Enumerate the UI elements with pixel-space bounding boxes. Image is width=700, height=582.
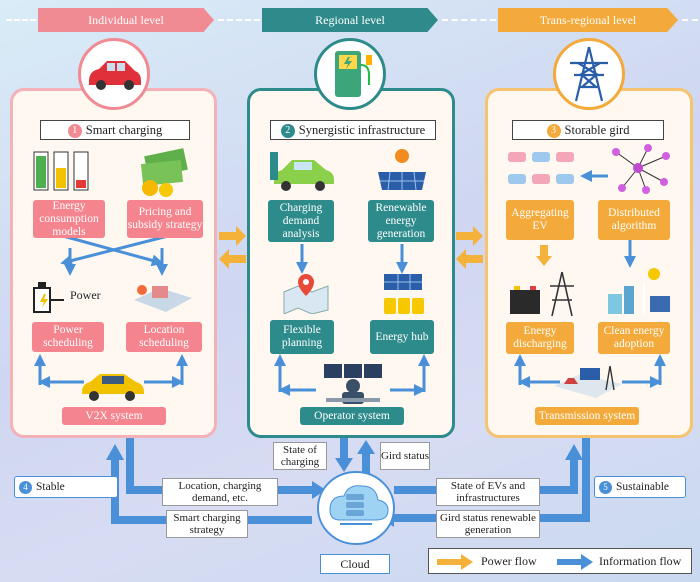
distributed-algorithm-box: Distributed algorithm (598, 200, 670, 240)
dashed-line (218, 19, 260, 21)
v2x-system-label: V2X system (62, 407, 166, 425)
map-pin-icon (283, 274, 329, 314)
energy-hub-box: Energy hub (370, 320, 434, 354)
smart-charging-strategy-label: Smart charging strategy (166, 510, 248, 538)
cloud-label: Cloud (320, 554, 390, 574)
operator-icon (324, 364, 382, 404)
transmission-grid-icon (554, 365, 622, 398)
individual-level-header: Individual level (38, 8, 214, 32)
network-graph-icon (612, 144, 670, 194)
location-map-icon (134, 285, 192, 312)
state-of-charging-label: State of charging (273, 442, 327, 470)
power-flow-legend-label: Power flow (481, 554, 537, 568)
legend: Power flow Information flow (428, 548, 692, 574)
information-flow-legend-icon (557, 554, 593, 570)
power-label: Power (70, 288, 101, 302)
car-icon (78, 38, 150, 110)
flexible-planning-box: Flexible planning (270, 320, 334, 354)
charging-demand-analysis-box: Charging demand analysis (268, 200, 334, 242)
dashed-line (6, 19, 36, 21)
clean-energy-icon (608, 268, 670, 314)
panel-inner-arrows (34, 170, 666, 396)
power-flow-arrows (219, 226, 552, 269)
transmission-tower-icon (553, 38, 625, 110)
v2x-car-icon (82, 374, 144, 401)
regional-level-header: Regional level (262, 8, 438, 32)
pricing-subsidy-box: Pricing and subsidy strategy (127, 200, 203, 238)
dashed-line (442, 19, 496, 21)
location-scheduling-box: Location scheduling (126, 322, 202, 352)
location-demand-label: Location, charging demand, etc. (162, 478, 278, 506)
power-scheduling-box: Power scheduling (32, 322, 104, 352)
information-flow-legend-label: Information flow (599, 554, 682, 568)
dashed-line (682, 19, 698, 21)
trans-regional-level-header: Trans-regional level (498, 8, 678, 32)
state-evs-label: State of EVs and infrastructures (436, 478, 540, 506)
power-flow-legend-icon (437, 554, 473, 570)
energy-discharging-box: Energy discharging (506, 322, 574, 354)
solar-panel-icon (378, 149, 426, 191)
operator-system-label: Operator system (300, 407, 404, 425)
charging-station-icon (314, 38, 386, 110)
money-icon (140, 148, 188, 197)
cloud-icon (317, 471, 395, 545)
battery-tower-icon (510, 271, 574, 317)
renewable-energy-generation-box: Renewable energy generation (368, 200, 434, 242)
gird-status-label: Gird status (380, 442, 430, 470)
energy-consumption-models-box: Energy consumption models (33, 200, 105, 238)
ev-fleet-icon (508, 152, 574, 184)
battery-icon (33, 151, 89, 191)
gird-renewable-label: Gird status renewable generation (436, 510, 540, 538)
power-plug-icon (33, 282, 64, 313)
clean-energy-adoption-box: Clean energy adoption (598, 322, 670, 354)
transmission-system-label: Transmission system (535, 407, 639, 425)
ev-charging-icon (270, 152, 334, 191)
aggregating-ev-box: Aggregating EV (506, 200, 574, 240)
energy-hub-icon (384, 274, 424, 314)
